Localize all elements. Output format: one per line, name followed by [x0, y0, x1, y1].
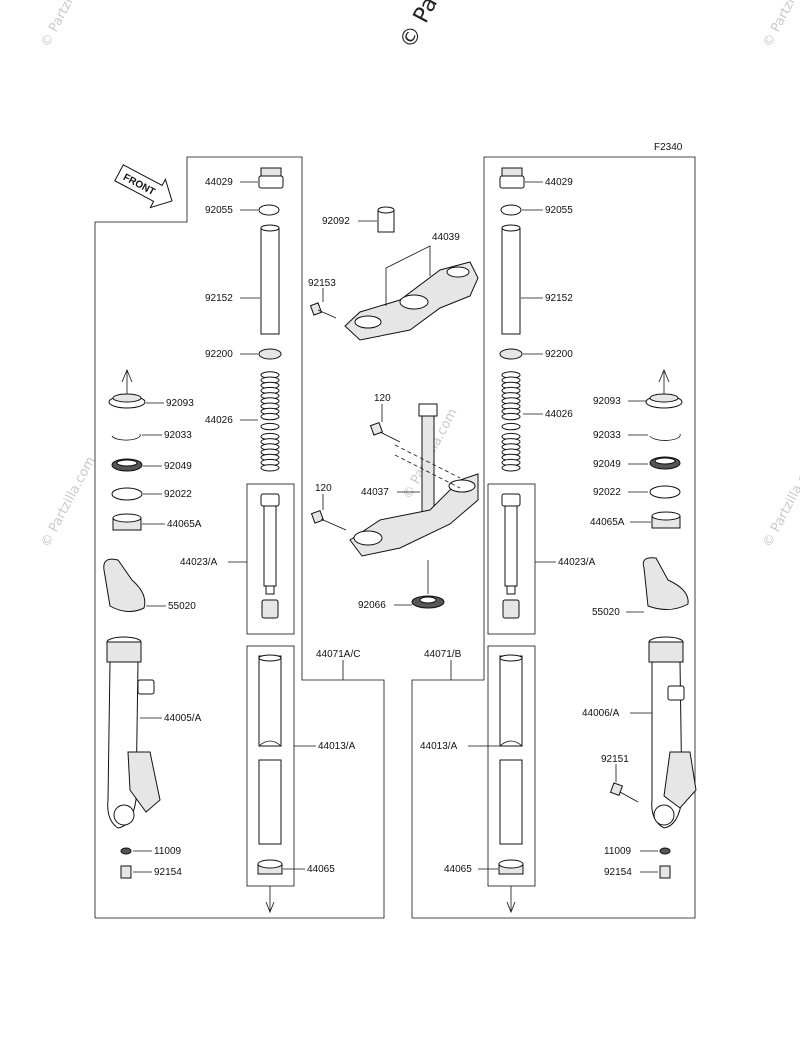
fork-cylinder-left — [260, 493, 280, 619]
watermark-right-top: © Partzilla.com — [760, 0, 800, 50]
label-92093-right: 92093 — [593, 396, 621, 407]
o-ring-left — [258, 204, 280, 216]
slide-bushing-right — [498, 859, 524, 875]
label-92200-left: 92200 — [205, 349, 233, 360]
guide-bushing-right — [651, 511, 681, 529]
inner-tube-box-left — [246, 645, 295, 887]
left-group-outline — [94, 156, 385, 919]
front-arrow-icon: FRONT — [114, 164, 173, 209]
label-44071B: 44071/B — [424, 649, 462, 660]
label-92055-left: 92055 — [205, 205, 233, 216]
label-11009-left: 11009 — [154, 846, 182, 857]
label-44026-left: 44026 — [205, 415, 233, 426]
fork-spring-right — [501, 371, 521, 472]
oil-seal-right — [645, 393, 683, 409]
circlip-right — [649, 433, 681, 441]
bolt-120-lower — [310, 509, 347, 531]
inner-tube-left — [258, 654, 282, 845]
inner-tube-right — [499, 654, 523, 845]
collar-92092 — [377, 206, 395, 233]
label-11009-right: 11009 — [604, 846, 632, 857]
o-ring-right — [500, 204, 522, 216]
gasket-left — [120, 847, 132, 855]
socket-bolt-right — [659, 865, 671, 879]
label-44013A-left: 44013/A — [318, 741, 356, 752]
label-55020-right: 55020 — [592, 607, 620, 618]
label-92033-right: 92033 — [593, 430, 621, 441]
label-92022-right: 92022 — [593, 487, 621, 498]
fork-spring-left — [260, 371, 280, 472]
gasket-right — [659, 847, 671, 855]
label-44065-left: 44065 — [307, 864, 335, 875]
label-92152-left: 92152 — [205, 293, 233, 304]
label-92092: 92092 — [322, 216, 350, 227]
label-92049-right: 92049 — [593, 459, 621, 470]
bearing-92066 — [411, 595, 445, 609]
label-44005A-left: 44005/A — [164, 713, 202, 724]
figure-code: F2340 — [654, 142, 683, 153]
fork-cap-bolt-left — [258, 167, 284, 189]
bolt-120-upper — [369, 421, 401, 443]
label-120-upper: 120 — [374, 393, 391, 404]
slide-bushing-left — [257, 859, 283, 875]
watermark-left-mid: © Partzilla.com — [38, 454, 98, 550]
label-92152-right: 92152 — [545, 293, 573, 304]
label-92154-right: 92154 — [604, 867, 632, 878]
label-44071AC: 44071A/C — [316, 649, 360, 660]
label-92055-right: 92055 — [545, 205, 573, 216]
guide-bushing-left — [112, 513, 142, 531]
bolt-92151 — [609, 782, 639, 803]
label-92022-left: 92022 — [164, 489, 192, 500]
label-44037: 44037 — [361, 487, 389, 498]
washer-left — [258, 348, 282, 360]
label-92049-left: 92049 — [164, 461, 192, 472]
label-92200-right: 92200 — [545, 349, 573, 360]
fork-cover-left — [103, 558, 146, 612]
label-44039: 44039 — [432, 232, 460, 243]
label-55020-left: 55020 — [168, 601, 196, 612]
outer-tube-right — [648, 636, 697, 829]
cylinder-box-right — [487, 483, 536, 635]
label-92066: 92066 — [358, 600, 386, 611]
bolt-92153 — [309, 302, 337, 319]
oil-seal-left — [108, 393, 146, 409]
label-44065-right: 44065 — [444, 864, 472, 875]
label-44029-left: 44029 — [205, 177, 233, 188]
label-92033-left: 92033 — [164, 430, 192, 441]
inner-tube-box-right — [487, 645, 536, 887]
washer-right — [499, 348, 523, 360]
label-44026-right: 44026 — [545, 409, 573, 420]
cylinder-box-left — [246, 483, 295, 635]
label-120-lower: 120 — [315, 483, 332, 494]
watermark-right-mid: © Partzilla.com — [760, 454, 800, 550]
label-44023A-right: 44023/A — [558, 557, 596, 568]
fork-cover-right — [642, 557, 689, 610]
label-44013A-right: 44013/A — [420, 741, 458, 752]
label-44006A: 44006/A — [582, 708, 620, 719]
spacer-tube-left — [260, 224, 280, 335]
label-44023A-left: 44023/A — [180, 557, 218, 568]
watermark-top: © Par — [395, 0, 447, 53]
label-44065A-right: 44065A — [590, 517, 625, 528]
steering-stem — [349, 403, 479, 557]
label-92153: 92153 — [308, 278, 336, 289]
socket-bolt-left — [120, 865, 132, 879]
label-92154-left: 92154 — [154, 867, 182, 878]
fork-cylinder-right — [501, 493, 521, 619]
seal-washer-left — [111, 487, 143, 501]
circlip-left — [111, 433, 141, 441]
outer-tube-left — [106, 636, 161, 829]
label-44029-right: 44029 — [545, 177, 573, 188]
fork-cap-bolt-right — [499, 167, 525, 189]
right-group-outline — [411, 156, 696, 919]
spacer-tube-right — [501, 224, 521, 335]
watermark-left-top: © Partzilla.com — [38, 0, 98, 50]
label-44065A-left: 44065A — [167, 519, 202, 530]
label-92093-left: 92093 — [166, 398, 194, 409]
seal-washer-right — [649, 485, 681, 499]
label-92151: 92151 — [601, 754, 629, 765]
